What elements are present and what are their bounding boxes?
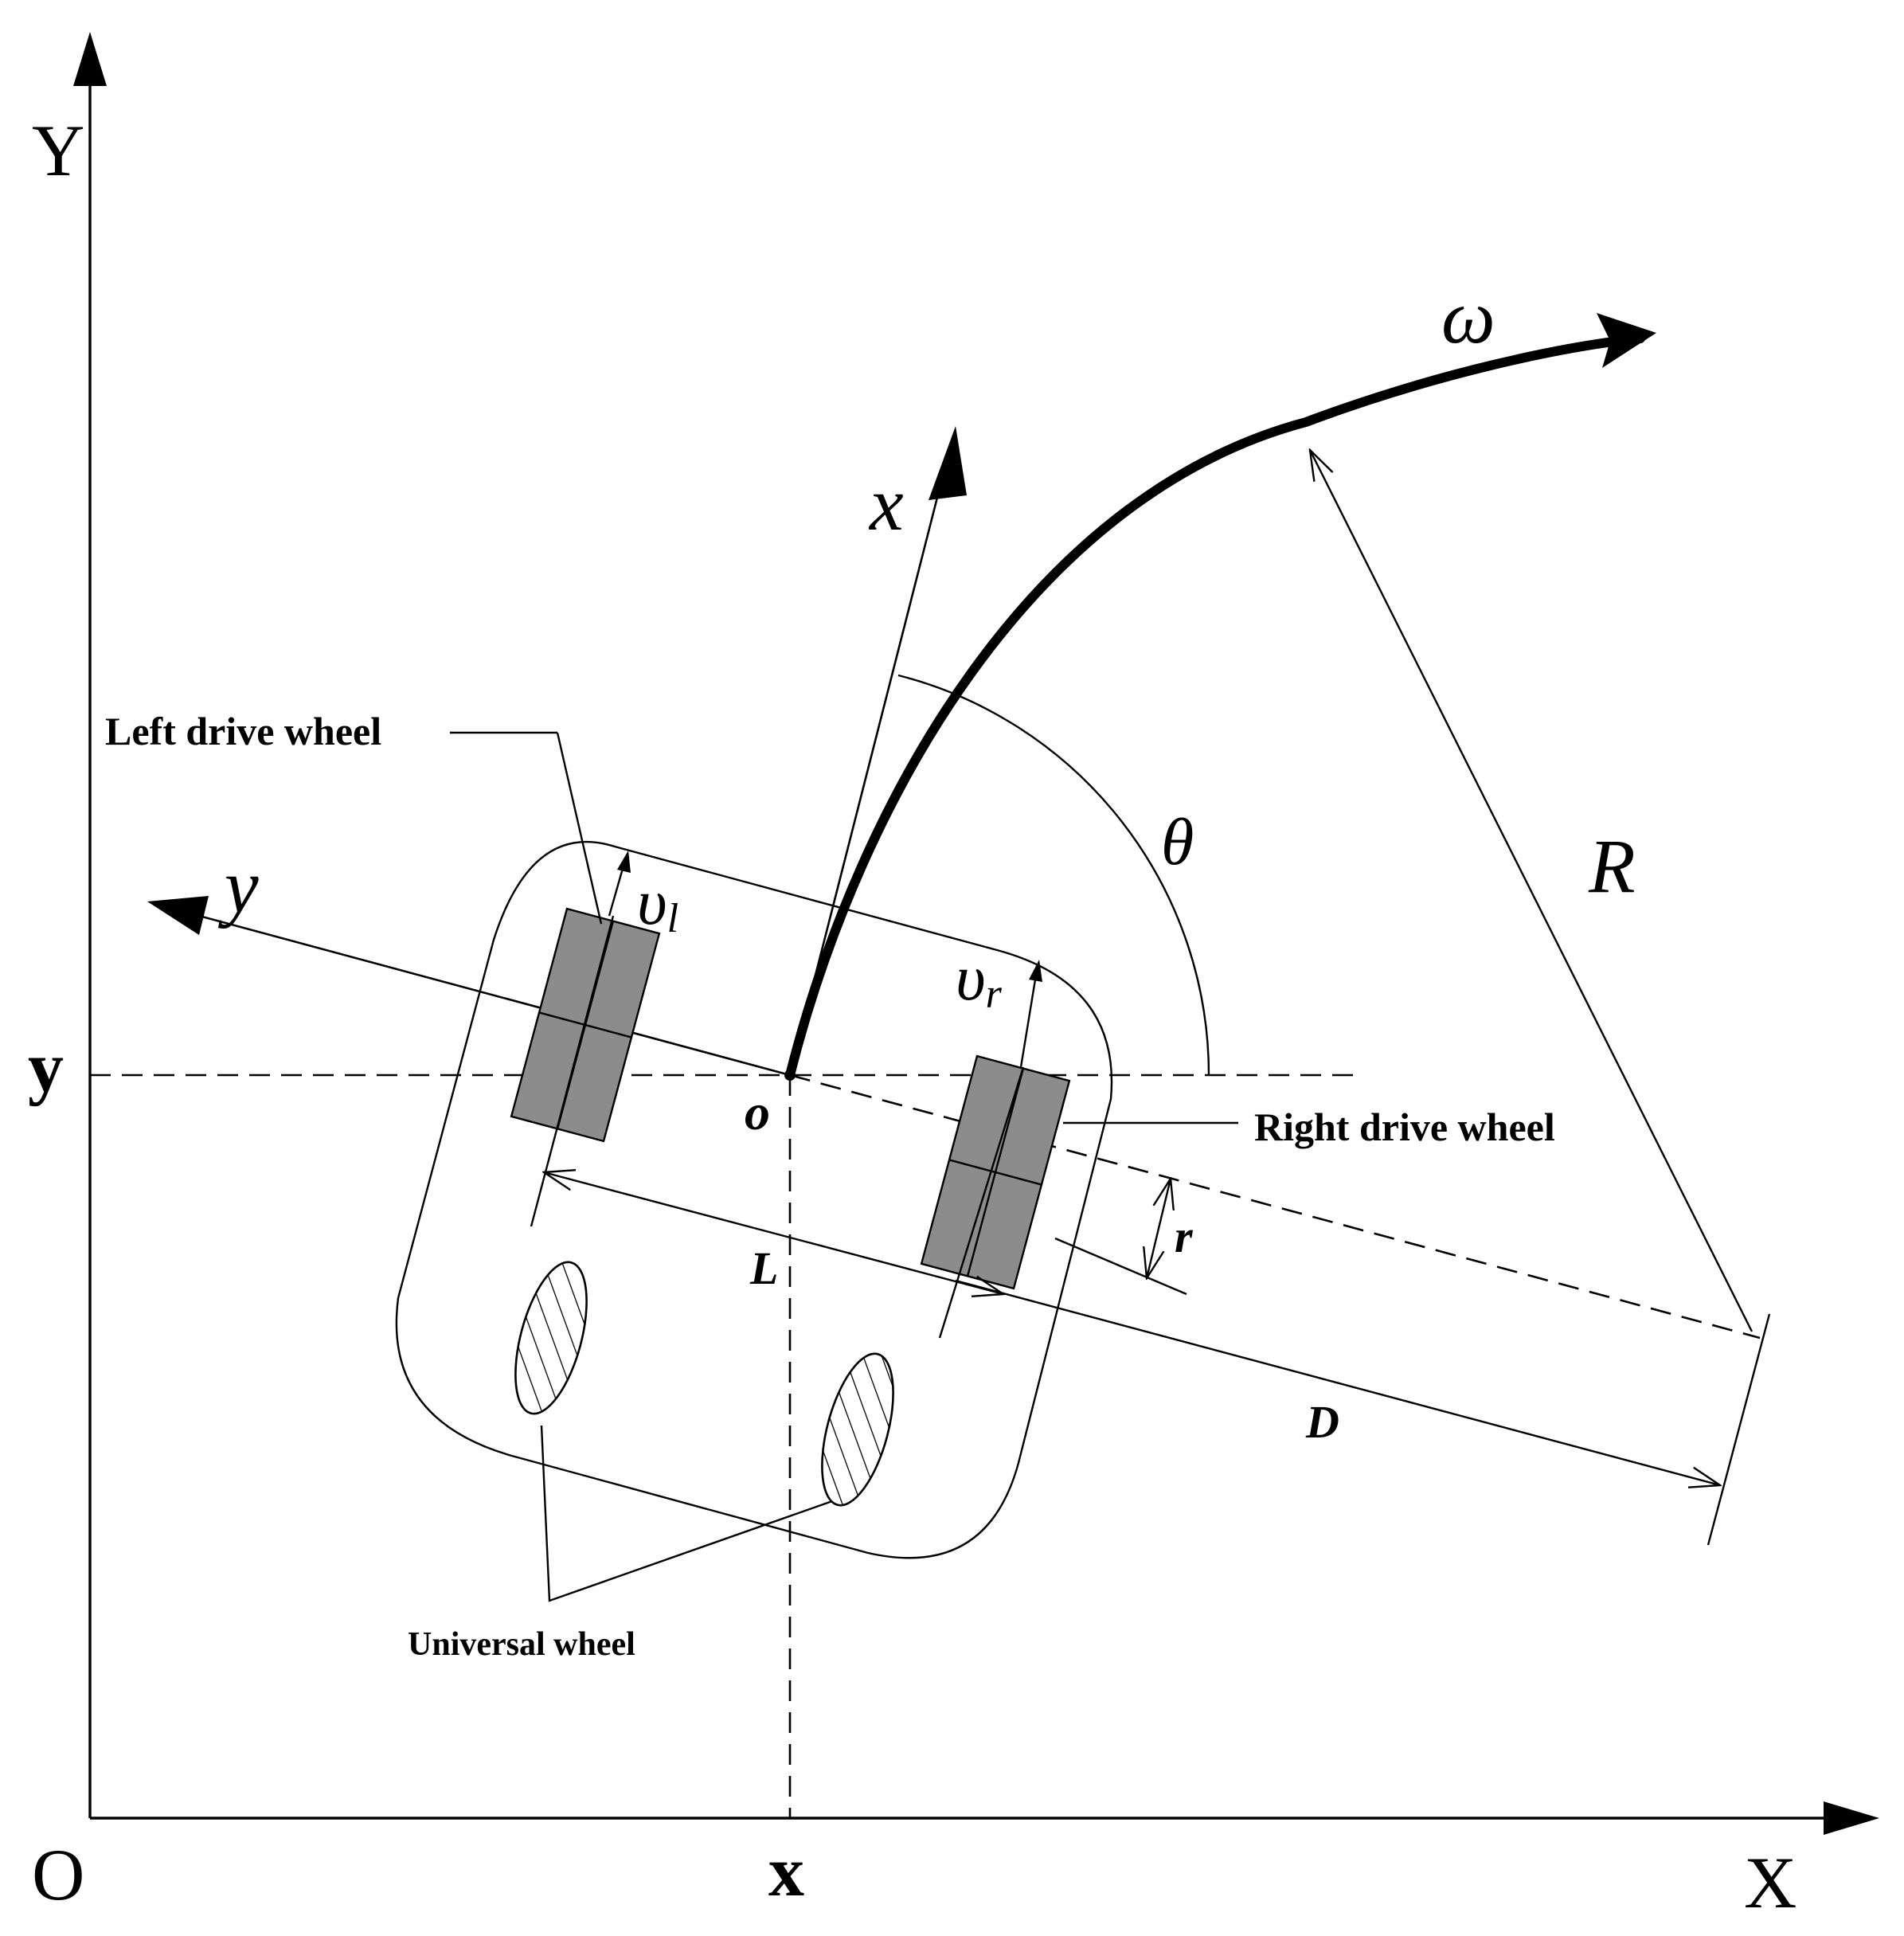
track-dimension-line (544, 1172, 1003, 1294)
left-drive-wheel-label: Left drive wheel (105, 709, 381, 753)
trajectory-arrowhead (1597, 313, 1656, 368)
radius-label: R (1588, 823, 1636, 909)
body-y-axis-arrowhead (147, 896, 209, 935)
universal-wheel-callout (540, 1425, 833, 1602)
left-velocity-label: υl (637, 866, 678, 941)
track-label: L (749, 1242, 778, 1294)
right-universal-wheel (821, 1352, 894, 1507)
radius-line (1310, 450, 1753, 1332)
right-velocity-label: υr (956, 941, 1003, 1017)
wheel-radius-label: r (1175, 1210, 1193, 1262)
left-velocity-arrowhead (617, 851, 631, 873)
right-velocity-arrowhead (1029, 960, 1042, 982)
x-position-mark: x (768, 1832, 804, 1911)
wheel-radius-dimension (1147, 1179, 1171, 1278)
right-velocity-arrow (1019, 969, 1038, 1068)
theta-arc (897, 674, 1210, 1076)
radius-tick (1707, 1313, 1771, 1546)
left-universal-wheel (514, 1261, 588, 1415)
body-y-axis-label: y (217, 843, 259, 929)
world-x-axis-label: X (1744, 1842, 1796, 1923)
world-y-axis-arrowhead (73, 32, 107, 86)
universal-wheel-label: Universal wheel (408, 1626, 635, 1663)
world-axes (73, 32, 1879, 1835)
trajectory-curve (785, 334, 1645, 1080)
distance-label: D (1305, 1396, 1339, 1448)
wheel-axis-extension (789, 1074, 1761, 1340)
body-x-axis-arrowhead (929, 426, 967, 500)
y-position-mark: y (28, 1028, 64, 1107)
wheel-radius-extension (1054, 1237, 1187, 1296)
world-x-axis-arrowhead (1824, 1801, 1879, 1835)
body-x-axis-label: x (868, 461, 904, 546)
right-drive-wheel (920, 1054, 1071, 1290)
right-drive-wheel-label: Right drive wheel (1254, 1105, 1555, 1149)
world-origin-label: O (32, 1834, 84, 1915)
world-y-axis-label: Y (32, 110, 84, 191)
robot-body-outline (395, 840, 1113, 1559)
distance-dimension-line (955, 1279, 1720, 1485)
body-y-axis (198, 914, 791, 1077)
body-origin-label: o (745, 1084, 770, 1140)
omega-label: ω (1441, 274, 1495, 359)
theta-label: θ (1161, 805, 1194, 879)
left-drive-wheel-callout (450, 731, 603, 925)
